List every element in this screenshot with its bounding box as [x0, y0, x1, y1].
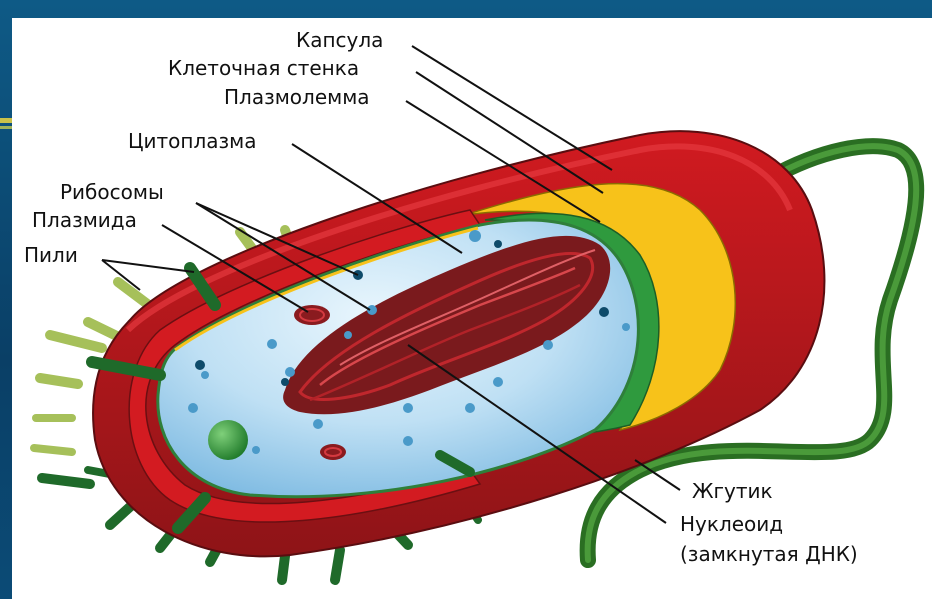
label-cytoplasm: Цитоплазма — [128, 129, 257, 153]
label-nucleoid: Нуклеоид — [680, 512, 783, 536]
label-capsule: Капсула — [296, 28, 383, 52]
diagram-panel: Капсула Клеточная стенка Плазмолемма Цит… — [12, 18, 932, 599]
plasmid-secondary — [320, 444, 346, 460]
label-ribosomes: Рибосомы — [60, 180, 164, 204]
label-flagellum: Жгутик — [692, 479, 773, 503]
label-plasmalemma: Плазмолемма — [224, 85, 370, 109]
bacterial-cell-diagram: Капсула Клеточная стенка Плазмолемма Цит… — [12, 18, 932, 599]
label-nucleoid-detail: (замкнутая ДНК) — [680, 542, 858, 566]
label-pili: Пили — [24, 243, 78, 267]
label-cell-wall: Клеточная стенка — [168, 56, 359, 80]
label-plasmid: Плазмида — [32, 208, 137, 232]
storage-granule — [208, 420, 248, 460]
